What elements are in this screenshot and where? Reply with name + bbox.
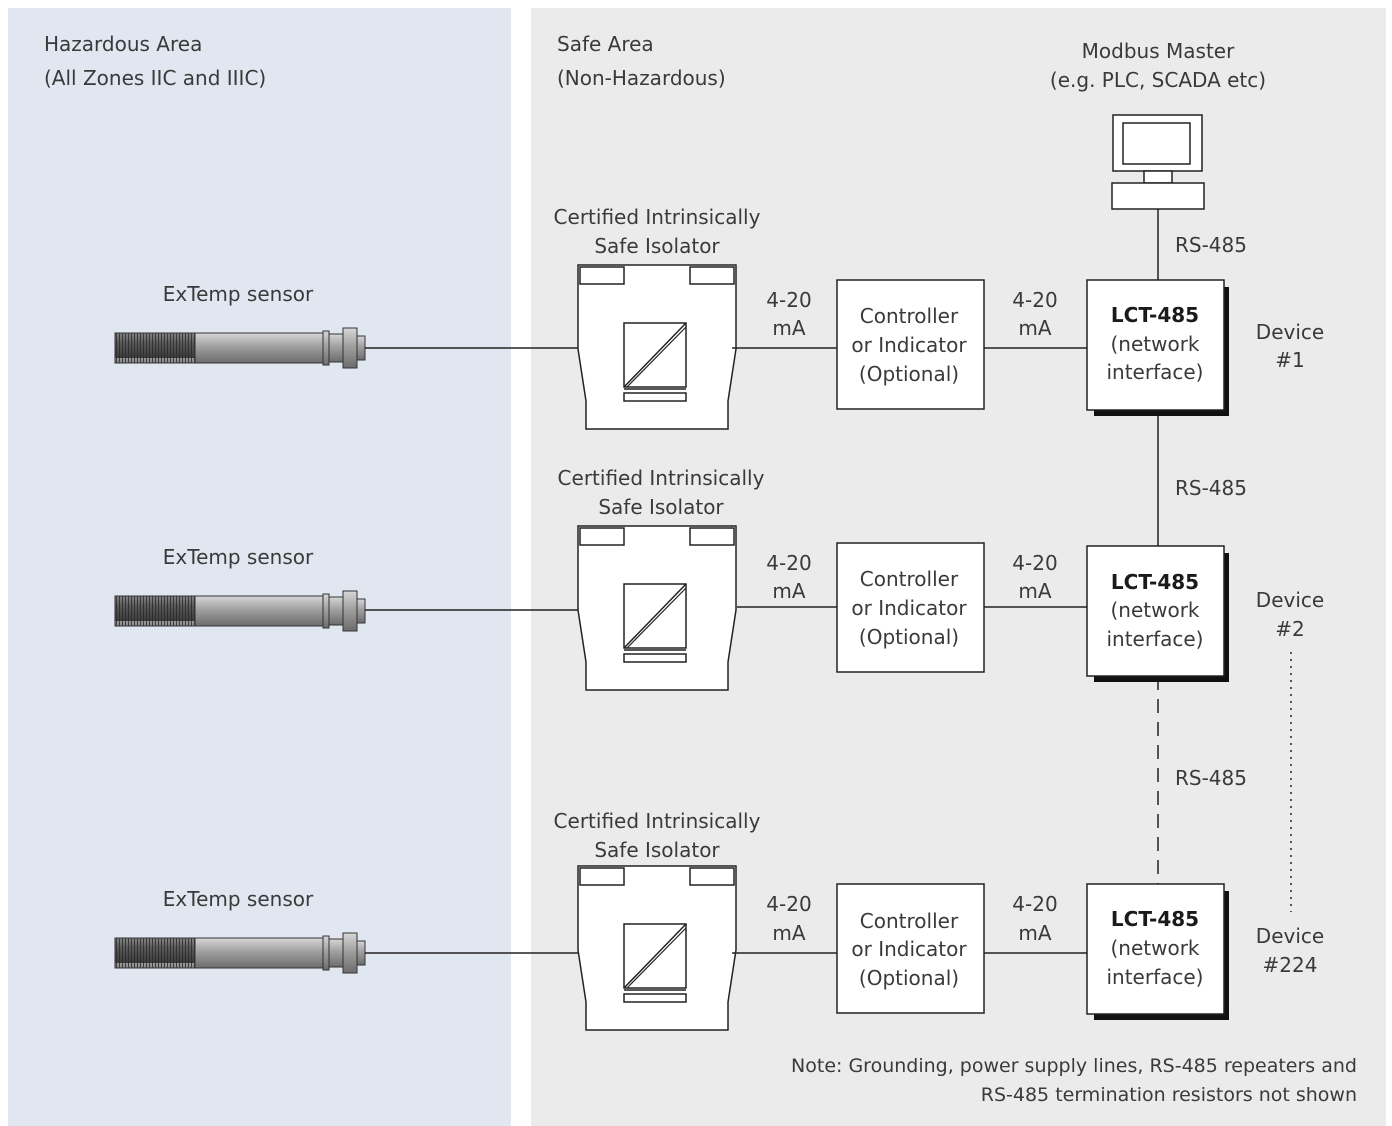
signal-a-line1: 4-20 — [766, 551, 811, 575]
controller-line2: or Indicator — [851, 333, 967, 357]
controller-line3: (Optional) — [859, 625, 959, 649]
note-line1: Note: Grounding, power supply lines, RS-… — [791, 1055, 1357, 1077]
bus-label-2-224: RS-485 — [1175, 766, 1247, 790]
master-subtitle: (e.g. PLC, SCADA etc) — [1050, 68, 1266, 92]
lct-line2: (network — [1110, 332, 1199, 356]
device-row-1: ExTemp sensor Certified Intrinsically Sa… — [114, 205, 1324, 430]
isolator-label-line1: Certified Intrinsically — [554, 205, 761, 229]
signal-a-line2: mA — [772, 579, 805, 603]
device-number: #2 — [1275, 617, 1304, 641]
device-number: #1 — [1275, 348, 1304, 372]
lct-title: LCT-485 — [1111, 907, 1199, 931]
signal-b-line2: mA — [1018, 921, 1051, 945]
master-title: Modbus Master — [1082, 39, 1235, 63]
isolator-label-line1: Certified Intrinsically — [558, 466, 765, 490]
device-label: Device — [1256, 320, 1324, 344]
hazardous-area-zones: (All Zones IIC and IIIC) — [44, 66, 266, 90]
signal-b-line1: 4-20 — [1012, 288, 1057, 312]
controller-box — [836, 279, 985, 410]
device-label: Device — [1256, 588, 1324, 612]
controller-line3: (Optional) — [859, 966, 959, 990]
isolator-icon — [577, 525, 737, 691]
controller-box — [836, 883, 985, 1014]
isolator-label-line2: Safe Isolator — [598, 495, 724, 519]
lct-line2: (network — [1110, 598, 1199, 622]
device-row-224: ExTemp sensor Certified Intrinsically Sa… — [114, 809, 1324, 1031]
lct-title: LCT-485 — [1111, 303, 1199, 327]
signal-b-line1: 4-20 — [1012, 892, 1057, 916]
sensor-icon — [114, 932, 366, 974]
safe-area-title: Safe Area — [557, 32, 654, 56]
device-number: #224 — [1263, 953, 1318, 977]
safe-area-subtitle: (Non-Hazardous) — [557, 66, 726, 90]
lct-title: LCT-485 — [1111, 570, 1199, 594]
controller-line1: Controller — [860, 304, 959, 328]
signal-a-line1: 4-20 — [766, 288, 811, 312]
device-label: Device — [1256, 924, 1324, 948]
lct-line3: interface) — [1106, 627, 1203, 651]
lct-box — [1086, 279, 1225, 411]
controller-box — [836, 542, 985, 673]
computer-icon — [1111, 114, 1205, 210]
signal-b-line2: mA — [1018, 579, 1051, 603]
signal-a-line2: mA — [772, 921, 805, 945]
controller-line3: (Optional) — [859, 362, 959, 386]
hazardous-area-title: Hazardous Area — [44, 32, 202, 56]
isolator-label-line2: Safe Isolator — [594, 838, 720, 862]
controller-line2: or Indicator — [851, 596, 967, 620]
lct-line2: (network — [1110, 936, 1199, 960]
controller-line2: or Indicator — [851, 937, 967, 961]
isolator-icon — [577, 865, 737, 1031]
signal-a-line1: 4-20 — [766, 892, 811, 916]
isolator-label-line1: Certified Intrinsically — [554, 809, 761, 833]
sensor-icon — [114, 327, 366, 369]
sensor-icon — [114, 590, 366, 632]
controller-line1: Controller — [860, 567, 959, 591]
bus-label-1-2: RS-485 — [1175, 476, 1247, 500]
sensor-label: ExTemp sensor — [163, 887, 314, 911]
lct-line3: interface) — [1106, 360, 1203, 384]
sensor-label: ExTemp sensor — [163, 282, 314, 306]
isolator-label-line2: Safe Isolator — [594, 234, 720, 258]
sensor-label: ExTemp sensor — [163, 545, 314, 569]
device-row-2: ExTemp sensor Certified Intrinsically Sa… — [114, 466, 1324, 691]
lct-box — [1086, 545, 1225, 677]
controller-line1: Controller — [860, 909, 959, 933]
isolator-icon — [577, 264, 737, 430]
note-line2: RS-485 termination resistors not shown — [981, 1084, 1357, 1106]
signal-b-line1: 4-20 — [1012, 551, 1057, 575]
lct-box — [1086, 883, 1225, 1015]
lct-line3: interface) — [1106, 965, 1203, 989]
signal-b-line2: mA — [1018, 316, 1051, 340]
signal-a-line2: mA — [772, 316, 805, 340]
bus-label-master: RS-485 — [1175, 233, 1247, 257]
